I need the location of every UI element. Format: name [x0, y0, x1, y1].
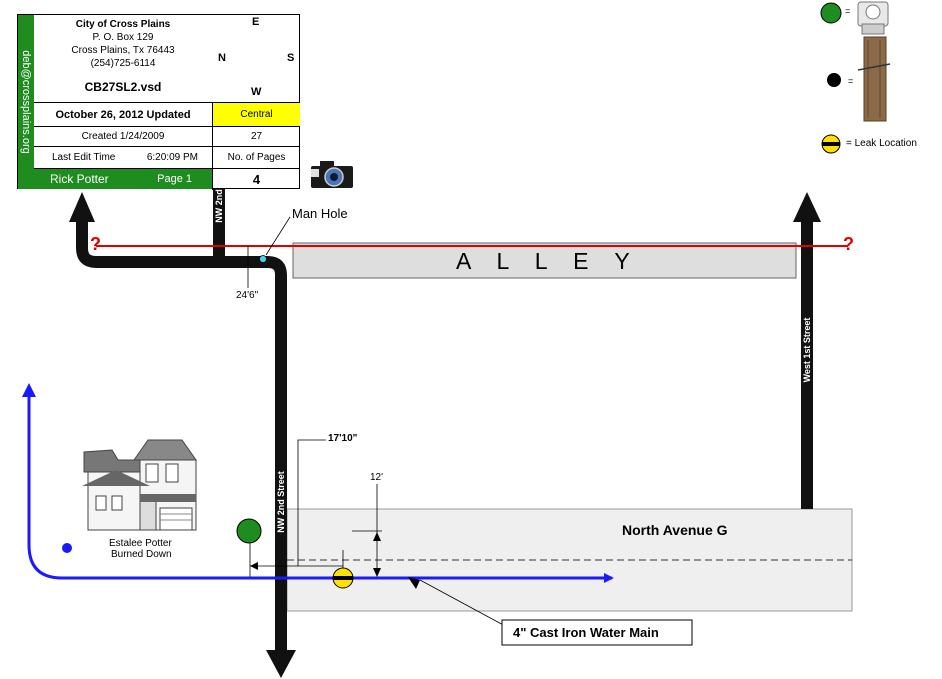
- compass-e: E: [252, 16, 260, 28]
- west1-street-label: West 1st Street: [802, 317, 812, 383]
- meter-icon: [857, 1, 889, 35]
- phone: (254)725-6114: [90, 58, 156, 69]
- legend-eq-1: =: [845, 6, 851, 16]
- camera-icon[interactable]: [311, 161, 353, 188]
- compass-s: S: [287, 52, 295, 64]
- last-edit-time: 6:20:09 PM: [146, 152, 198, 163]
- question-mark-right: ?: [843, 234, 854, 254]
- question-mark-left: ?: [90, 234, 101, 254]
- dim-24-6-label: 24'6": [236, 290, 259, 301]
- arrow-down: [266, 650, 296, 678]
- legend-eq-2: =: [848, 76, 854, 86]
- page-number: Page 1: [157, 173, 192, 185]
- alley: [292, 242, 797, 279]
- pages-label: No. of Pages: [213, 146, 300, 168]
- author-row: Rick Potter Page 1: [34, 168, 212, 189]
- created-value: 27: [213, 126, 300, 146]
- arrow-up-left: [69, 192, 95, 222]
- legend-leak-text: = Leak Location: [846, 138, 917, 149]
- updated-date: October 26, 2012 Updated: [34, 102, 212, 126]
- address-block: City of Cross Plains P. O. Box 129 Cross…: [34, 15, 212, 102]
- water-main-label-box: [501, 619, 693, 646]
- alley-label: A L L E Y: [456, 248, 640, 274]
- city-state: Cross Plains, Tx 76443: [71, 45, 175, 56]
- dim-12-label: 12': [370, 472, 384, 483]
- manhole-leader: [265, 216, 291, 256]
- house-label-2: Burned Down: [111, 549, 172, 560]
- legend-black-marker: [827, 73, 841, 87]
- nw2-street-label: NW 2nd Street: [276, 471, 286, 533]
- legend-meter-marker: [820, 2, 842, 24]
- file-name: CB27SL2.vsd: [84, 80, 162, 94]
- city-name: City of Cross Plains: [75, 19, 171, 30]
- water-main-label: 4" Cast Iron Water Main: [513, 625, 659, 640]
- house-label-1: Estalee Potter: [109, 538, 172, 549]
- street-nw2: [76, 222, 287, 652]
- region-cell: Central: [213, 102, 300, 126]
- compass-w: W: [251, 86, 262, 98]
- email-sidebar: deb@crossplains.org: [18, 15, 34, 189]
- author-name: Rick Potter: [50, 172, 109, 186]
- blue-dot: [62, 543, 72, 553]
- house-icon: [82, 439, 197, 531]
- utility-pole-icon: [857, 36, 891, 122]
- blue-water-main: [27, 395, 614, 583]
- manhole-label: Man Hole: [292, 206, 348, 221]
- nw2-top-label: NW 2nd: [214, 189, 224, 223]
- arrow-up-right: [793, 192, 821, 222]
- pages-count: 4: [213, 168, 300, 189]
- north-avenue-g: [286, 508, 853, 612]
- dim-17-10-label: 17'10": [328, 433, 358, 444]
- title-block: deb@crossplains.org City of Cross Plains…: [17, 14, 300, 190]
- dim-17-10-line: [297, 439, 326, 566]
- po-box: P. O. Box 129: [92, 32, 154, 43]
- meter-marker: [236, 518, 262, 544]
- email-text: deb@crossplains.org: [20, 50, 32, 154]
- manhole-marker: [259, 255, 267, 263]
- last-edit-label: Last Edit Time: [52, 152, 116, 163]
- north-ave-label: North Avenue G: [622, 522, 728, 538]
- created-date: Created 1/24/2009: [34, 126, 212, 146]
- last-edit-row: Last Edit Time 6:20:09 PM: [34, 146, 212, 168]
- compass-n: N: [218, 52, 226, 64]
